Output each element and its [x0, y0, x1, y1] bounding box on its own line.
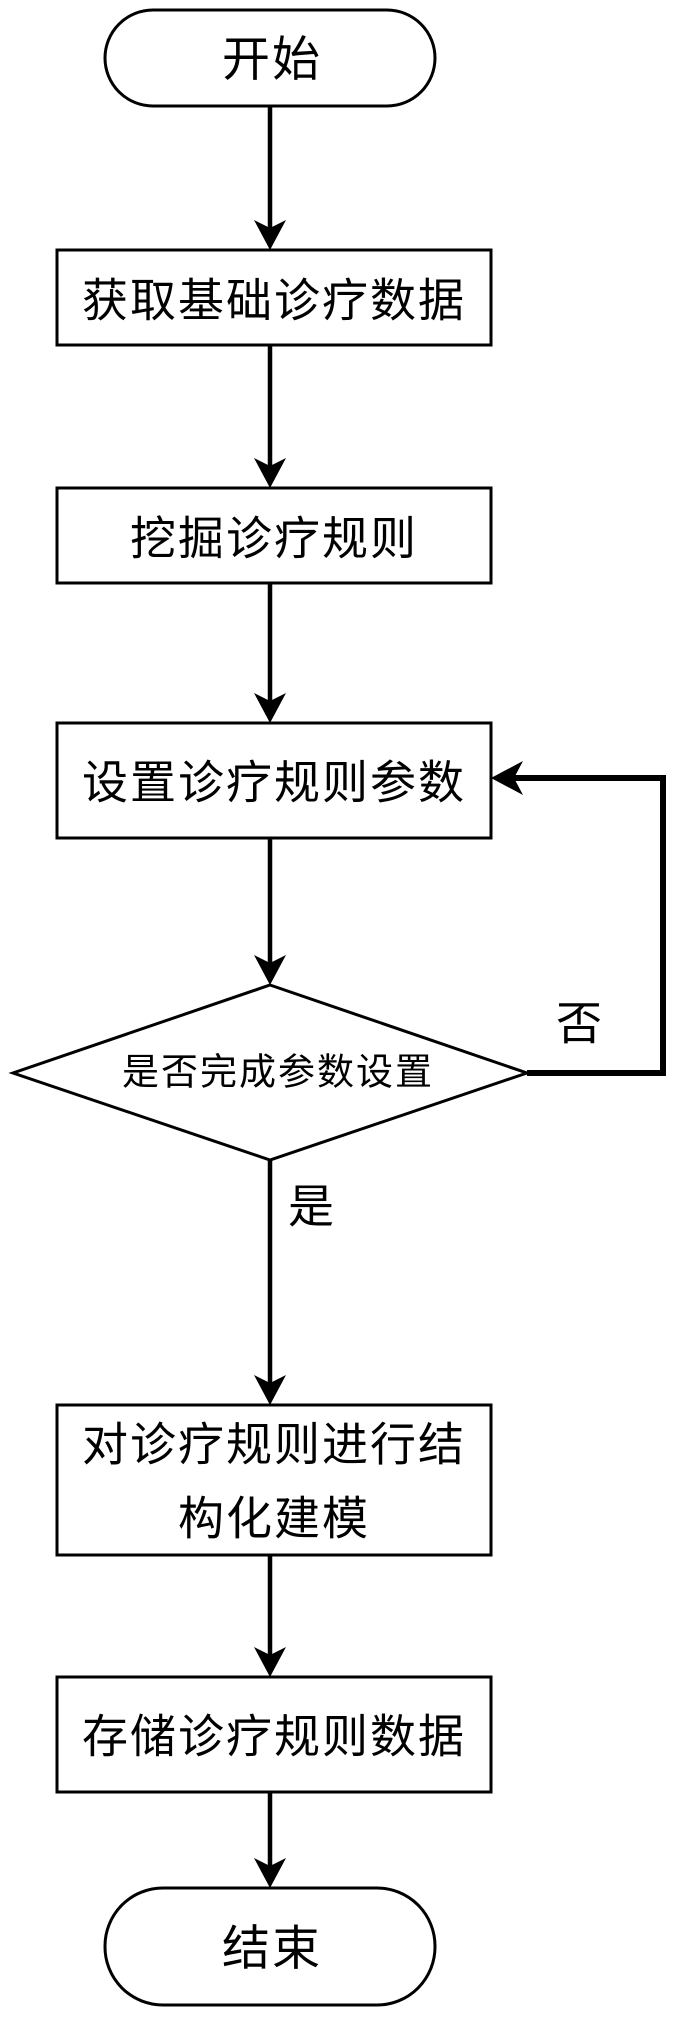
arrow-modeling-to-store-head: [254, 1647, 286, 1677]
no-branch-arrow-head: [491, 761, 523, 795]
process-structural-modeling-label-line1: 对诊疗规则进行结: [82, 1420, 466, 1471]
process-store-data-shape: [55, 1675, 493, 1794]
process-structural-modeling-label-line2: 构化建模: [178, 1494, 370, 1545]
arrow-setparams-to-decision-head: [254, 955, 286, 985]
process-set-params-shape: [55, 721, 493, 840]
yes-branch-label: 是: [288, 1182, 336, 1233]
decision-diamond-label: 是否完成参数设置: [122, 1052, 434, 1094]
arrow-decision-to-modeling-head: [254, 1375, 286, 1405]
process-structural-modeling-shape: [55, 1403, 493, 1557]
arrow-acquire-to-mine-head: [254, 458, 286, 488]
arrow-store-to-end-head: [254, 1858, 286, 1888]
start-terminator-label: 开始: [222, 34, 322, 87]
process-store-data-label: 存储诊疗规则数据: [82, 1712, 466, 1763]
process-mine-rules-label: 挖掘诊疗规则: [130, 514, 418, 565]
no-branch-loop-line: [513, 775, 666, 1076]
no-branch-label: 否: [556, 999, 604, 1050]
arrow-start-to-acquire-head: [254, 220, 286, 250]
arrow-mine-to-setparams-head: [254, 693, 286, 723]
process-acquire-data-label: 获取基础诊疗数据: [82, 276, 466, 327]
end-terminator-label: 结束: [222, 1923, 322, 1976]
process-set-params-label: 设置诊疗规则参数: [82, 758, 466, 809]
end-terminator-shape: [103, 1886, 437, 2007]
process-acquire-data-shape: [55, 248, 493, 347]
process-mine-rules-shape: [55, 486, 493, 585]
